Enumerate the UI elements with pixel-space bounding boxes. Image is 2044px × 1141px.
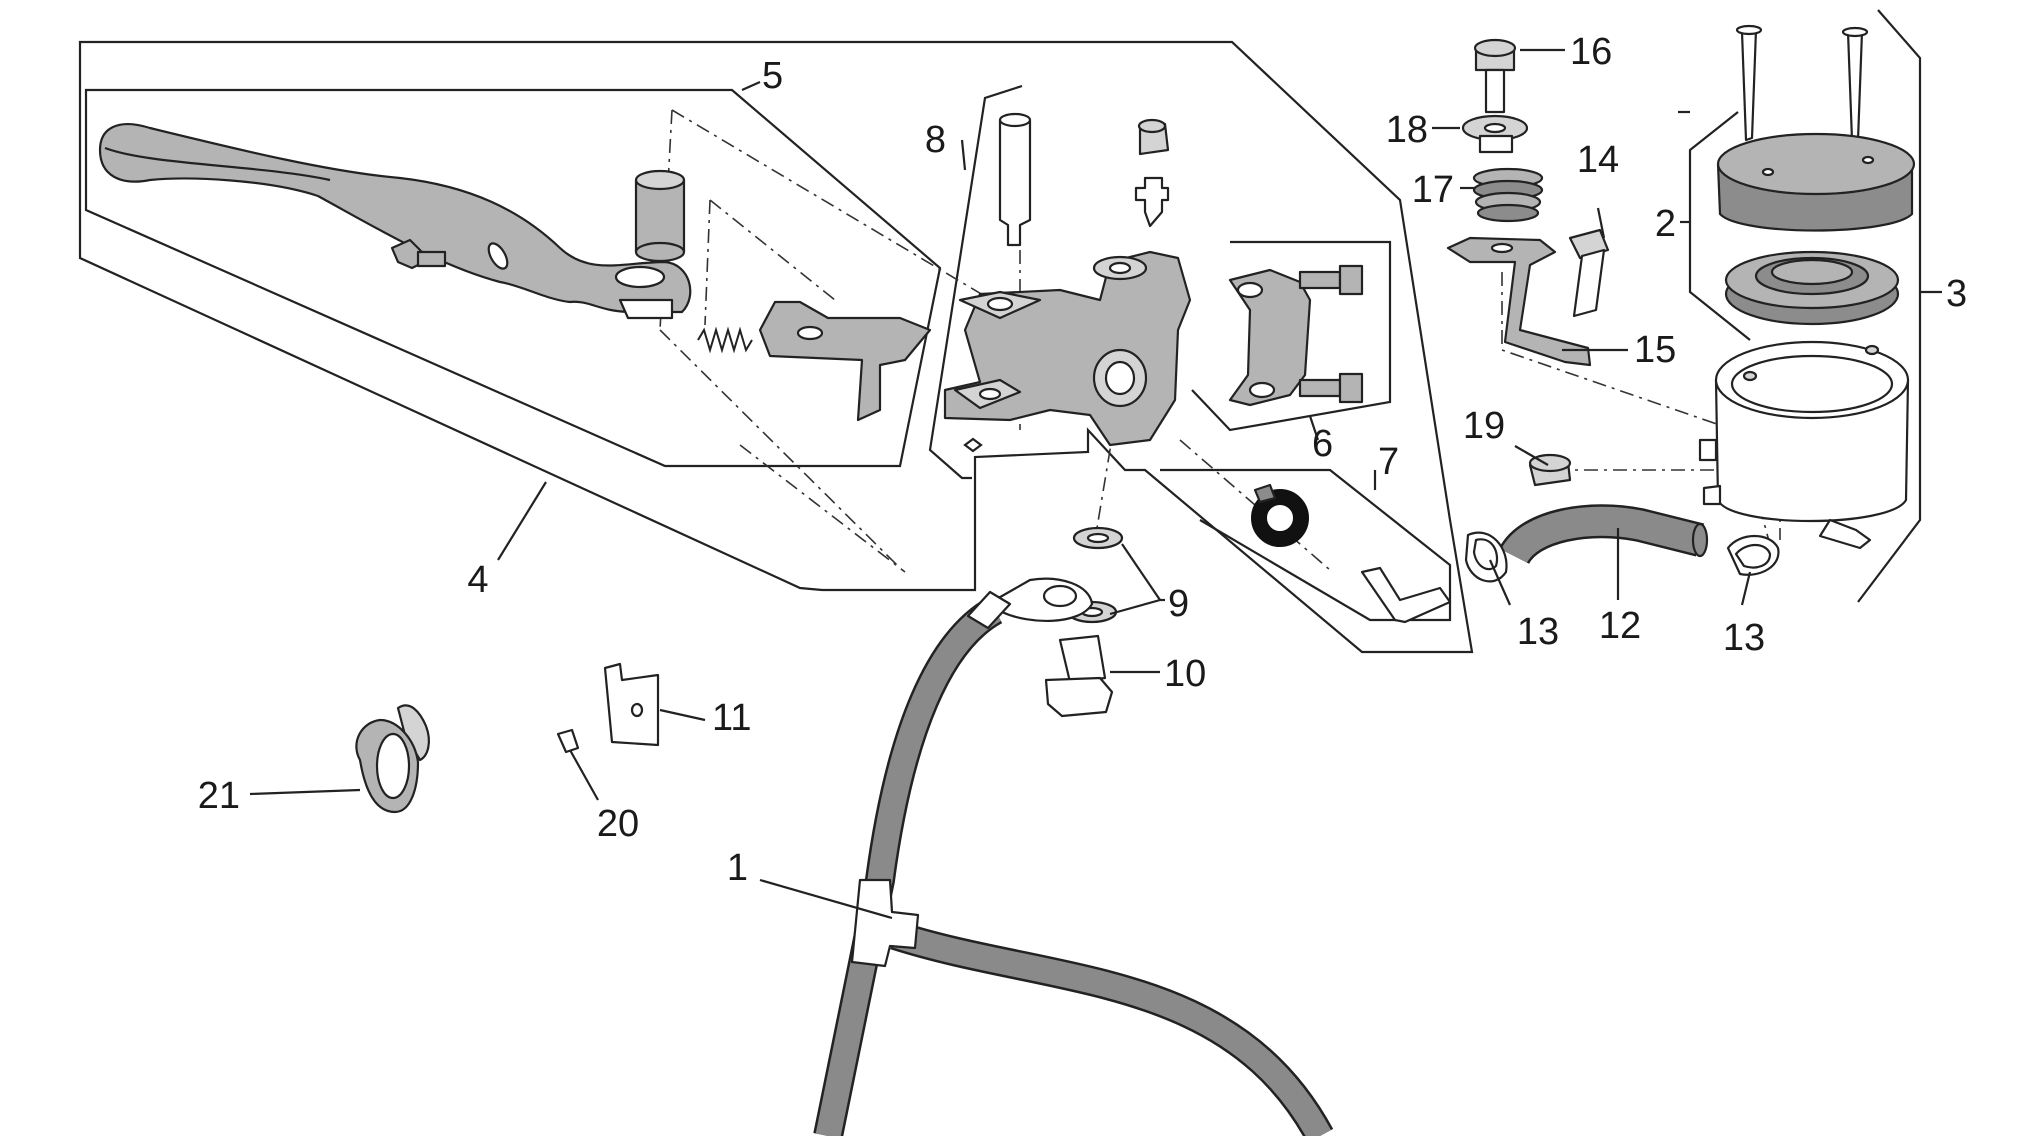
damper-17 [1472,167,1544,223]
callout-2: 2 [1655,203,1676,245]
callout-15: 15 [1634,329,1676,371]
pivot-pin [998,112,1032,247]
reservoir-body [1698,340,1910,550]
group-outline-8 [928,84,1023,480]
callout-13-right: 13 [1723,617,1765,659]
callouts: 1 2 3 4 5 6 7 8 9 10 11 12 13 13 14 15 1… [198,31,1967,889]
leader-lines [249,48,1942,920]
lever-spring [697,326,753,354]
fitting-19 [1528,453,1572,487]
cap-screw-left [1735,24,1763,142]
bracket-screw [556,728,580,754]
crush-washer-top [1072,526,1124,550]
bolt-14 [1568,228,1610,318]
callout-21: 21 [198,775,240,817]
reservoir-cap [1716,132,1916,232]
callout-11: 11 [712,697,751,739]
master-cylinder-body [943,250,1192,453]
group-outline-7 [1160,468,1452,622]
hose-12 [1498,504,1709,566]
callout-5: 5 [762,55,783,97]
clamp-bolt-upper [1298,264,1364,296]
callout-7: 7 [1378,441,1399,483]
bolt-16 [1473,38,1517,114]
handlebar-clamp [1228,268,1312,407]
hose-guide-bracket [603,662,660,747]
callout-3: 3 [1946,273,1967,315]
hose-clamp-right [1726,535,1780,576]
callout-14: 14 [1577,139,1619,181]
callout-19: 19 [1463,405,1505,447]
callout-1: 1 [727,847,748,889]
lever-adjuster-block [758,300,932,422]
bleeder-valve [1134,176,1170,228]
group-outline-6 [1191,240,1392,432]
callout-4: 4 [467,559,488,601]
group-outline-5 [84,88,942,468]
brake-hose [813,577,1334,1141]
callout-16: 16 [1570,31,1612,73]
cap-screw-right [1841,26,1869,142]
clamp-bolt-lower [1298,372,1364,404]
callout-9: 9 [1168,583,1189,625]
adjuster-screw [390,238,447,270]
reservoir-diaphragm [1724,250,1900,326]
bleeder-cap [1137,118,1170,156]
callout-17: 17 [1412,169,1454,211]
callout-13-left: 13 [1517,611,1559,653]
callout-20: 20 [597,803,639,845]
reservoir-bracket-15 [1446,236,1592,367]
brake-lever-part [98,123,692,320]
callout-10: 10 [1164,653,1206,695]
group-outline-3 [1857,9,1922,603]
callout-12: 12 [1599,605,1641,647]
hose-clip [355,704,430,814]
washer-18 [1461,114,1529,154]
elbow-fitting [1360,566,1452,624]
hose-clamp-left [1464,531,1508,583]
lever-pivot-bushing [634,169,686,263]
callout-6: 6 [1312,423,1333,465]
callout-18: 18 [1386,109,1428,151]
group-outline-4 [78,40,1474,654]
banjo-bolt [1044,634,1114,718]
grommet [1251,483,1309,547]
callout-8: 8 [925,119,946,161]
